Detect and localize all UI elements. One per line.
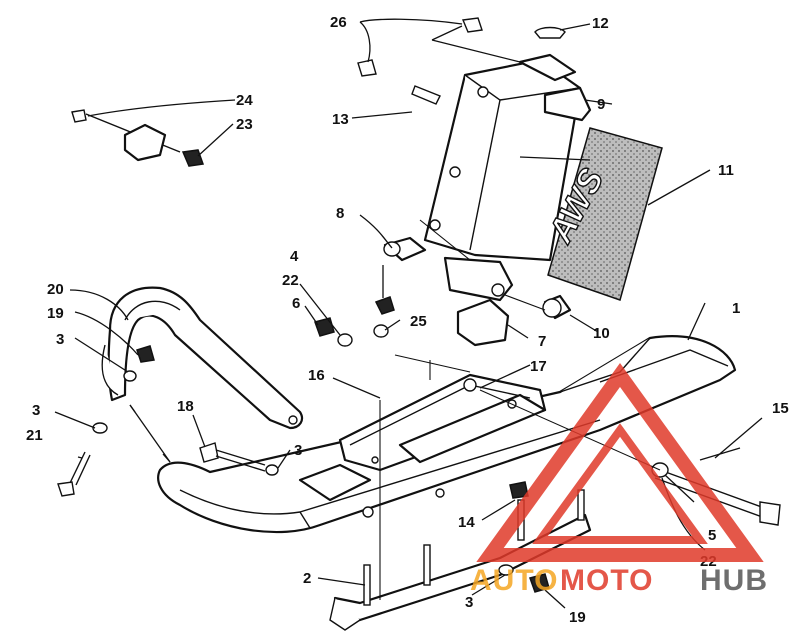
- callout-9: 9: [597, 96, 605, 113]
- cap-12: [534, 26, 566, 39]
- bolt-13: [411, 85, 441, 105]
- callout-20: 20: [47, 281, 64, 298]
- callout-3-lower-left: 3: [32, 402, 40, 419]
- nut-19-bottom: [529, 573, 550, 593]
- callout-24: 24: [236, 92, 253, 109]
- callout-7: 7: [538, 333, 546, 350]
- callout-26: 26: [330, 14, 347, 31]
- bushing-8: [383, 236, 427, 262]
- callout-16: 16: [308, 367, 325, 384]
- watermark-text-auto: AUTO: [470, 564, 558, 597]
- leader-lines: [54, 18, 763, 609]
- callout-4: 4: [290, 248, 299, 265]
- callout-23: 23: [236, 116, 253, 133]
- nut-23: [181, 149, 205, 167]
- callout-3-right: 3: [294, 442, 302, 459]
- callout-2: 2: [303, 570, 311, 587]
- callout-12: 12: [592, 15, 609, 32]
- callout-17: 17: [530, 358, 547, 375]
- callout-19-top: 19: [47, 305, 64, 322]
- callout-3-upper-left: 3: [56, 331, 64, 348]
- callout-21: 21: [26, 427, 43, 444]
- bolt-18: [199, 442, 266, 472]
- spindle-saddle: [298, 373, 547, 518]
- wear-bar-carbide: [329, 489, 592, 631]
- callout-3-bottom: 3: [465, 594, 473, 611]
- callout-22-top: 22: [282, 272, 299, 289]
- callout-25: 25: [410, 313, 427, 330]
- watermark: AUTO MOTO HUB: [470, 363, 768, 597]
- washer-3-left: [92, 422, 108, 434]
- shock-absorber: [423, 53, 592, 302]
- washer-3-right: [265, 464, 279, 476]
- callout-6: 6: [292, 295, 300, 312]
- nut-4: [374, 296, 395, 315]
- callout-1: 1: [732, 300, 740, 317]
- nut-19-top: [136, 345, 155, 363]
- callout-14: 14: [458, 514, 475, 531]
- callout-11: 11: [718, 162, 734, 179]
- washer-25: [373, 324, 389, 338]
- callout-15: 15: [772, 400, 789, 417]
- callout-5: 5: [708, 527, 716, 544]
- rubber-block-7: [456, 298, 510, 347]
- washer-22-top: [337, 333, 353, 347]
- watermark-text-moto: MOTO: [560, 564, 653, 597]
- callout-19-bottom: 19: [569, 609, 586, 626]
- nut-6: [314, 317, 335, 337]
- nut-26-left: [357, 59, 377, 77]
- bolt-21: [57, 451, 91, 497]
- watermark-text-hub: HUB: [700, 564, 768, 597]
- washer-3-upper: [123, 370, 137, 382]
- callout-labels: 1 2 3 3 3 3 4 5 6 7 8 9 10 11 12 13 14 1…: [26, 14, 789, 626]
- washer-3-bottom: [498, 564, 514, 576]
- callout-10: 10: [593, 325, 610, 342]
- callout-8: 8: [336, 205, 344, 222]
- watermark-triangle-icon: [476, 363, 764, 562]
- nut-26-right: [462, 17, 483, 33]
- bracket-24: [123, 123, 167, 162]
- callout-18: 18: [177, 398, 194, 415]
- callout-13: 13: [332, 111, 349, 128]
- ski-loop-handle: [101, 286, 304, 430]
- bushing-10: [542, 294, 572, 320]
